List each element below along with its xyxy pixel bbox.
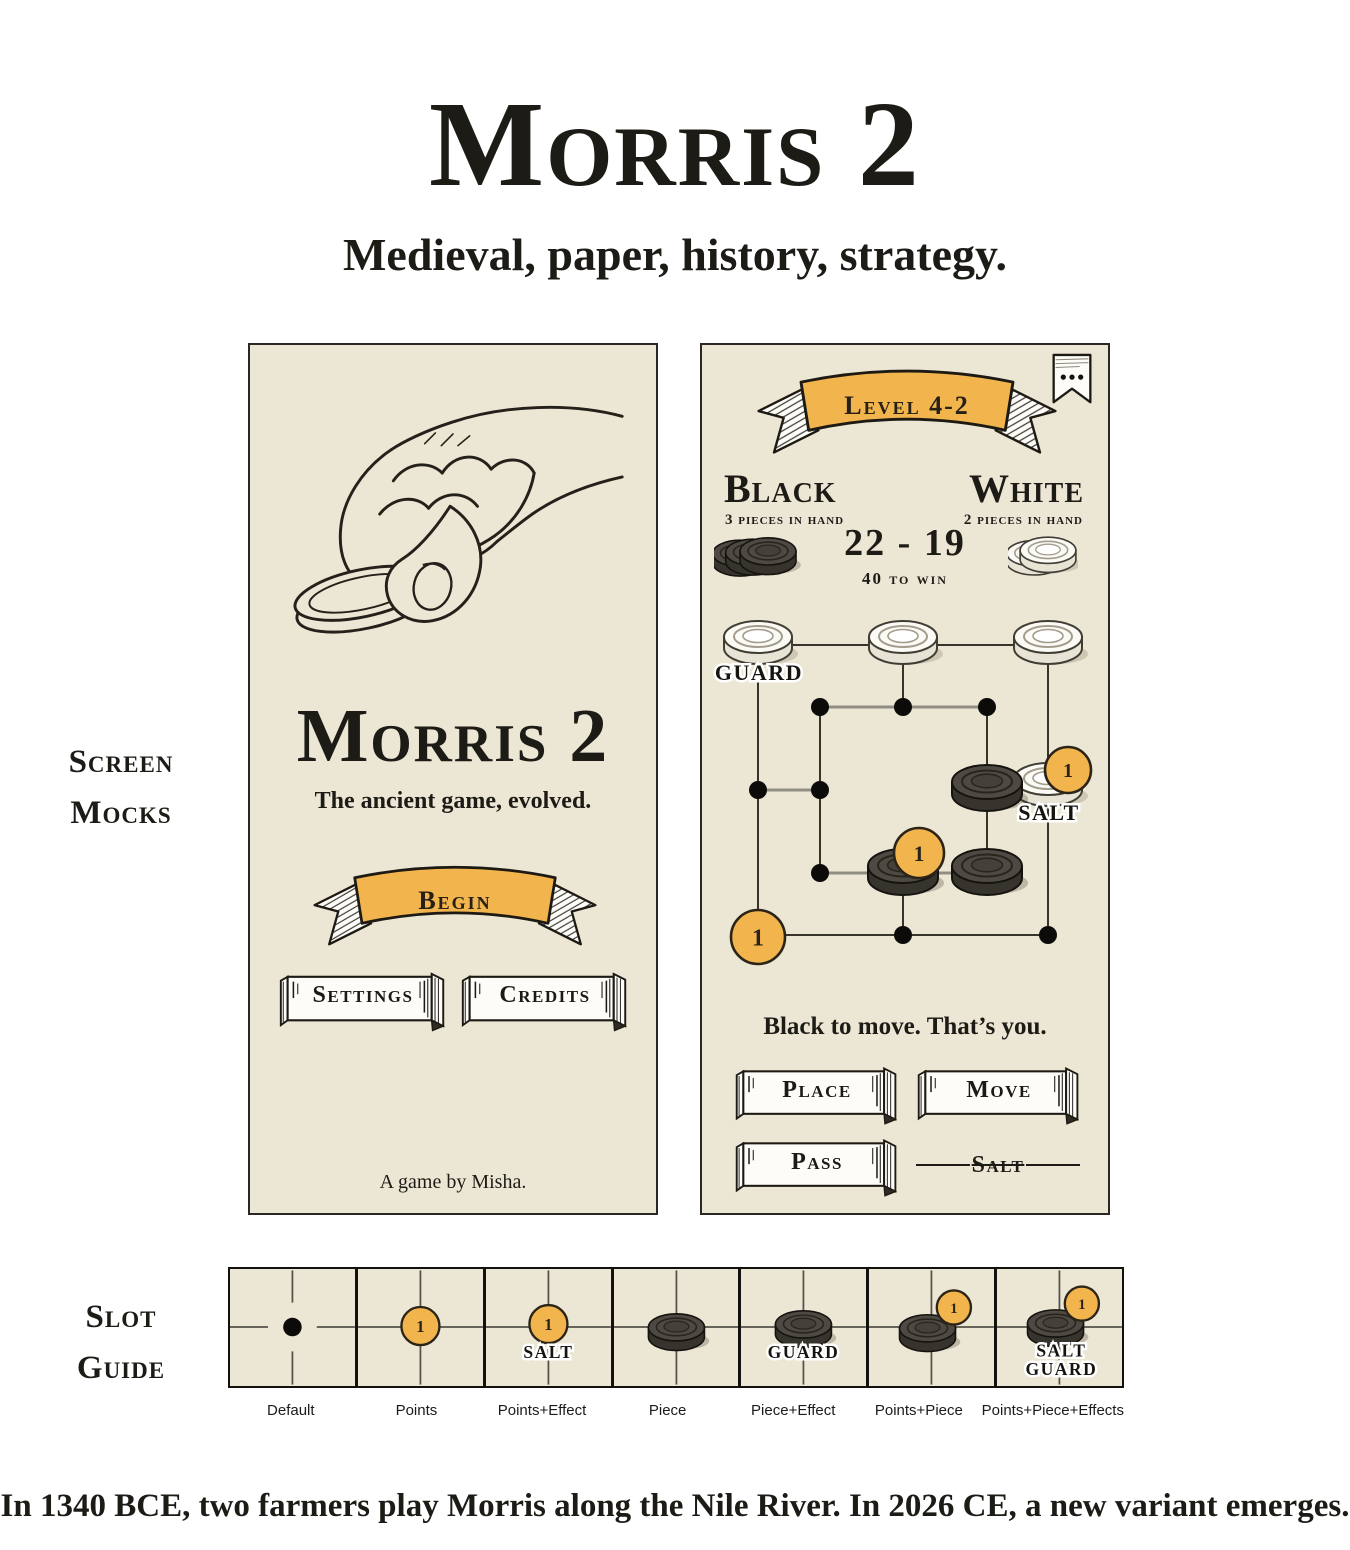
slot-label: Points+Effect bbox=[497, 1402, 587, 1419]
turn-status: Black to move. That’s you. bbox=[763, 1013, 1047, 1040]
player-white-name: White bbox=[968, 466, 1084, 511]
slot-label: Default bbox=[267, 1402, 315, 1419]
guard-effect-label: GUARD bbox=[768, 1342, 840, 1362]
section-label-slot-guide: Slot Guide bbox=[26, 1292, 216, 1394]
byline: A game by Misha. bbox=[379, 1171, 527, 1193]
page-title: Morris 2 bbox=[429, 77, 921, 212]
salt-effect-label: SALT bbox=[523, 1342, 573, 1362]
win-condition: 40 to win bbox=[862, 569, 948, 588]
slot-cell-points: 1 bbox=[354, 1269, 483, 1386]
token-value: 1 bbox=[416, 1317, 424, 1336]
salt-effect-label: SALT bbox=[1018, 800, 1079, 825]
pass-button-label: Pass bbox=[791, 1148, 843, 1175]
slot-cell-piece-effect: GUARD bbox=[738, 1269, 867, 1386]
slot-guide-labels: Default Points Points+Effect Piece Piece… bbox=[228, 1402, 1124, 1419]
story-footer: In 1340 BCE, two farmers play Morris alo… bbox=[0, 1488, 1350, 1524]
game-board[interactable]: 1 1 1 GUARD SALT bbox=[710, 607, 1104, 967]
section-label-screen-mocks: Screen Mocks bbox=[26, 737, 216, 839]
points-token bbox=[1063, 1285, 1101, 1322]
empty-points[interactable] bbox=[749, 698, 1057, 944]
points-token[interactable]: 1 bbox=[892, 826, 946, 880]
slot-label: Piece+Effect bbox=[751, 1402, 836, 1419]
place-button[interactable]: Place bbox=[732, 1061, 902, 1127]
white-piece[interactable] bbox=[868, 620, 944, 665]
token-value: 1 bbox=[914, 841, 925, 866]
player-black-name: Black bbox=[724, 466, 837, 511]
credits-button-label: Credits bbox=[499, 981, 591, 1008]
begin-button[interactable]: Begin bbox=[300, 855, 610, 957]
token-value: 1 bbox=[1078, 1297, 1085, 1313]
credits-button[interactable]: Credits bbox=[458, 965, 632, 1035]
slot-cell-default bbox=[230, 1269, 355, 1386]
points-token bbox=[527, 1303, 569, 1345]
guard-effect-label: GUARD bbox=[715, 660, 803, 685]
menu-screen-mock: Morris 2 The ancient game, evolved. Begi… bbox=[248, 343, 658, 1215]
token-value: 1 bbox=[1063, 760, 1073, 782]
slot-guide-strip: 1 1 SALT GUARD bbox=[228, 1267, 1124, 1388]
settings-button-label: Settings bbox=[312, 981, 414, 1008]
black-piece bbox=[647, 1312, 710, 1352]
slot-label: Points bbox=[395, 1402, 438, 1419]
guard-effect-label: GUARD bbox=[1026, 1359, 1098, 1379]
move-button[interactable]: Move bbox=[914, 1061, 1084, 1127]
strike-line bbox=[916, 1164, 970, 1166]
black-piece[interactable] bbox=[951, 764, 1029, 812]
move-button-label: Move bbox=[966, 1076, 1032, 1103]
menu-tagline: The ancient game, evolved. bbox=[314, 788, 592, 814]
salt-button-disabled[interactable]: Salt bbox=[916, 1133, 1080, 1197]
settings-button[interactable]: Settings bbox=[276, 965, 450, 1035]
begin-button-label: Begin bbox=[418, 885, 492, 915]
slot-label: Points+Piece bbox=[874, 1402, 963, 1419]
points-token bbox=[935, 1289, 973, 1326]
bookmark-menu-icon[interactable] bbox=[1050, 353, 1094, 409]
token-value: 1 bbox=[752, 926, 764, 952]
section-label-line: Screen bbox=[68, 744, 174, 780]
points-token[interactable]: 1 bbox=[1043, 745, 1093, 795]
section-label-line: Slot bbox=[85, 1299, 157, 1335]
slot-cell-piece bbox=[610, 1269, 739, 1386]
level-banner: Level 4-2 bbox=[742, 359, 1072, 465]
white-piece[interactable] bbox=[1013, 620, 1089, 665]
points-token[interactable]: 1 bbox=[729, 908, 787, 966]
points-token bbox=[400, 1305, 441, 1347]
token-value: 1 bbox=[951, 1301, 958, 1317]
place-button-label: Place bbox=[782, 1076, 852, 1103]
black-piece[interactable] bbox=[951, 848, 1029, 896]
strike-line bbox=[1026, 1164, 1080, 1166]
score: 22 - 19 bbox=[844, 522, 966, 564]
board-point-dot bbox=[283, 1317, 302, 1337]
section-label-line: Mocks bbox=[70, 795, 172, 832]
salt-effect-label: SALT bbox=[1036, 1340, 1086, 1360]
game-screen-mock: Level 4-2 Black 3 pieces in hand White 2… bbox=[700, 343, 1110, 1215]
player-white-in-hand: 2 pieces in hand bbox=[963, 512, 1083, 528]
slot-label: Piece bbox=[648, 1402, 687, 1419]
slot-label: Points+Piece+Effects bbox=[981, 1402, 1124, 1419]
hand-holding-piece-illustration bbox=[293, 405, 624, 634]
token-value: 1 bbox=[544, 1315, 552, 1334]
slot-cell-points-piece: 1 bbox=[866, 1269, 995, 1386]
slot-cell-points-effect: 1 SALT bbox=[482, 1269, 611, 1386]
pass-button[interactable]: Pass bbox=[732, 1133, 902, 1199]
menu-title: Morris 2 bbox=[296, 694, 610, 778]
player-black-in-hand: 3 pieces in hand bbox=[725, 512, 845, 528]
salt-button-label: Salt bbox=[971, 1151, 1025, 1178]
slot-cell-points-piece-effects: 1 SALT GUARD bbox=[994, 1269, 1123, 1386]
white-piece[interactable] bbox=[723, 620, 799, 665]
level-banner-label: Level 4-2 bbox=[844, 390, 970, 420]
page-subtitle: Medieval, paper, history, strategy. bbox=[343, 229, 1007, 280]
section-label-line: Guide bbox=[76, 1350, 166, 1387]
